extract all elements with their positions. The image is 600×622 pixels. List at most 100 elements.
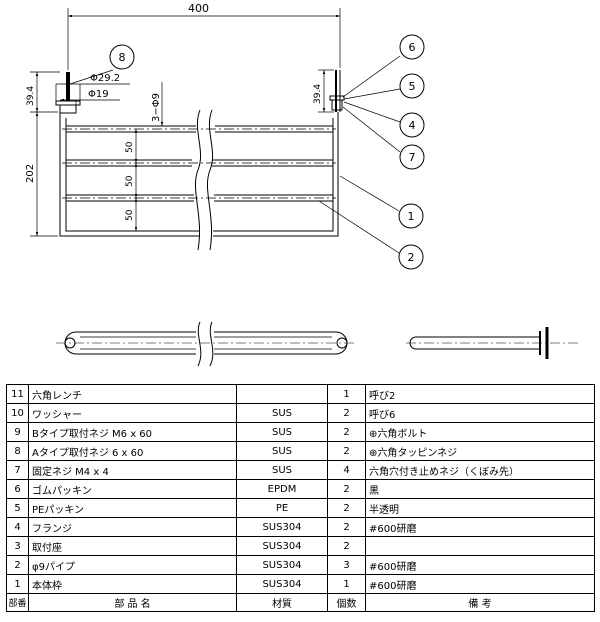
header-material: 材質 xyxy=(236,593,328,612)
pipe-top xyxy=(66,125,333,133)
part-note: #600研磨 xyxy=(365,555,595,575)
break-line-right xyxy=(207,109,214,251)
part-name: Aタイプ取付ネジ 6 x 60 xyxy=(28,441,237,461)
part-name: ワッシャー xyxy=(28,403,237,423)
part-number: 2 xyxy=(6,555,29,575)
pipe-bottom xyxy=(66,194,333,202)
part-number: 7 xyxy=(6,460,29,480)
part-number: 9 xyxy=(6,422,29,442)
dim-pitch-2: 50 xyxy=(125,175,135,187)
svg-text:2: 2 xyxy=(408,251,415,264)
balloon-6: 6 xyxy=(399,34,425,60)
dimension-lines xyxy=(30,8,341,237)
part-qty: 1 xyxy=(327,384,366,404)
right-base xyxy=(331,99,343,111)
dim-pitch-1: 50 xyxy=(125,141,135,153)
part-note: #600研磨 xyxy=(365,574,595,594)
part-qty: 2 xyxy=(327,403,366,423)
svg-text:8: 8 xyxy=(119,51,126,64)
part-material: EPDM xyxy=(236,479,328,499)
balloon-1: 1 xyxy=(398,203,424,229)
part-number: 1 xyxy=(6,574,29,594)
pipe-middle xyxy=(66,159,333,167)
left-base xyxy=(59,104,77,114)
part-name: フランジ xyxy=(28,517,237,537)
balloon-8: 8 xyxy=(109,44,135,70)
svg-text:6: 6 xyxy=(409,41,416,54)
part-note: 半透明 xyxy=(365,498,595,518)
part-qty: 3 xyxy=(327,555,366,575)
part-number: 10 xyxy=(6,403,29,423)
part-material: SUS xyxy=(236,422,328,442)
dim-height: 202 xyxy=(25,164,36,183)
part-material: SUS xyxy=(236,441,328,461)
dim-right-height: 39.4 xyxy=(313,84,323,104)
part-material: SUS304 xyxy=(236,574,328,594)
header-name: 部 品 名 xyxy=(28,593,237,612)
parts-table-header-row: 部番 部 品 名 材質 個数 備 考 xyxy=(6,593,595,612)
part-name: 固定ネジ M4 x 4 xyxy=(28,460,237,480)
part-qty: 2 xyxy=(327,479,366,499)
part-note: 黒 xyxy=(365,479,595,499)
balloon-5: 5 xyxy=(399,73,425,99)
technical-drawing: 400 202 39.4 39.4 Φ29.2 Φ19 3−Φ9 50 50 5… xyxy=(25,2,578,367)
part-qty: 4 xyxy=(327,460,366,480)
dim-flange-dia: Φ29.2 xyxy=(90,73,120,84)
dimension-texts: 400 202 39.4 39.4 Φ29.2 Φ19 3−Φ9 50 50 5… xyxy=(25,2,323,221)
part-material: SUS xyxy=(236,460,328,480)
part-qty: 2 xyxy=(327,517,366,537)
part-qty: 2 xyxy=(327,498,366,518)
svg-text:7: 7 xyxy=(409,151,416,164)
part-name: 本体枠 xyxy=(28,574,237,594)
part-qty: 2 xyxy=(327,422,366,442)
part-note: 呼び6 xyxy=(365,403,595,423)
side-view xyxy=(406,327,578,359)
frame-outer xyxy=(59,112,339,237)
balloon-leaders xyxy=(69,55,401,254)
balloon-7: 7 xyxy=(399,144,425,170)
header-note: 備 考 xyxy=(365,593,595,612)
part-material: SUS304 xyxy=(236,517,328,537)
part-number: 4 xyxy=(6,517,29,537)
break-line-left xyxy=(195,109,202,251)
frame-inner xyxy=(65,118,334,232)
part-note: 六角穴付き止めネジ（くぼみ先） xyxy=(365,460,595,480)
front-view xyxy=(55,70,345,251)
part-number: 6 xyxy=(6,479,29,499)
part-number: 5 xyxy=(6,498,29,518)
balloon-4: 4 xyxy=(399,112,425,138)
header-qty: 個数 xyxy=(327,593,366,612)
part-name: ゴムパッキン xyxy=(28,479,237,499)
part-name: 取付座 xyxy=(28,536,237,556)
svg-text:4: 4 xyxy=(409,119,416,132)
dim-base-dia: Φ19 xyxy=(88,89,109,100)
svg-text:1: 1 xyxy=(408,210,415,223)
top-view xyxy=(56,321,356,367)
part-number: 3 xyxy=(6,536,29,556)
part-name: φ9パイプ xyxy=(28,555,237,575)
dim-pipe: 3−Φ9 xyxy=(151,93,162,122)
part-material: SUS xyxy=(236,403,328,423)
part-note xyxy=(365,536,595,556)
svg-text:5: 5 xyxy=(409,80,416,93)
part-note: #600研磨 xyxy=(365,517,595,537)
part-note: ⊕六角タッピンネジ xyxy=(365,441,595,461)
part-name: 六角レンチ xyxy=(28,384,237,404)
dim-left-height: 39.4 xyxy=(26,86,36,106)
part-material xyxy=(236,384,328,404)
dim-pitch-3: 50 xyxy=(125,209,135,221)
part-note: ⊕六角ボルト xyxy=(365,422,595,442)
dim-width: 400 xyxy=(188,2,209,15)
part-qty: 2 xyxy=(327,536,366,556)
